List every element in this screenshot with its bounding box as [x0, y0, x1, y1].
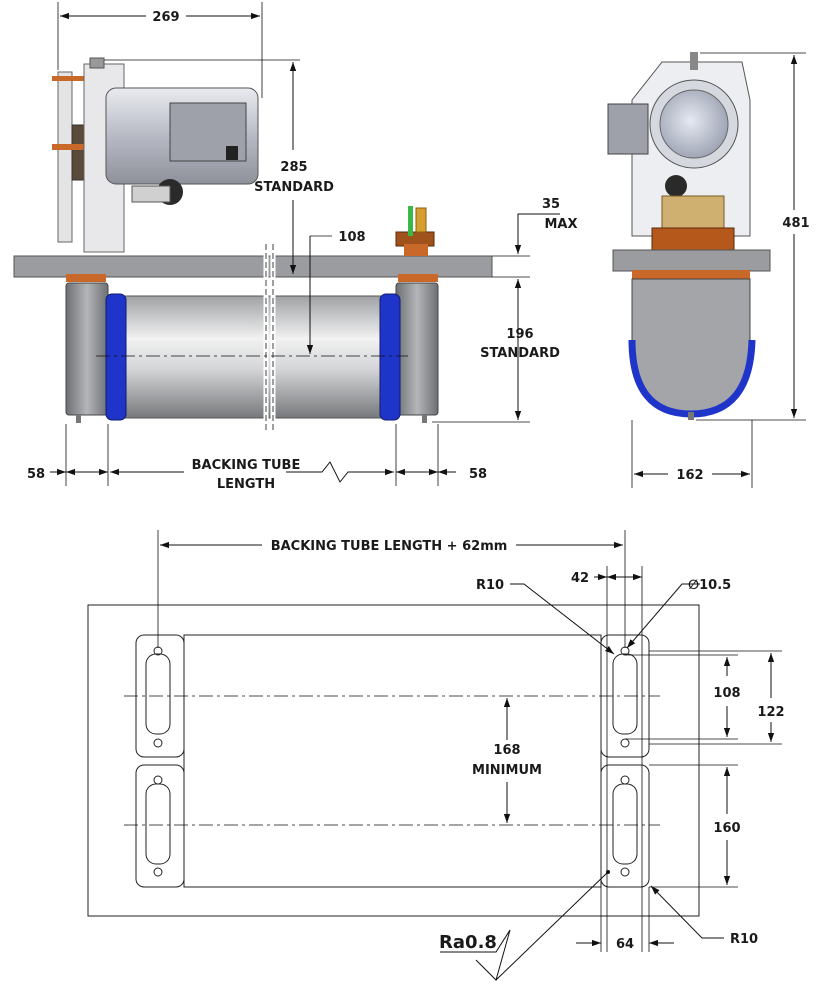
dim-122-text: 122: [757, 705, 784, 720]
bracket-block: [71, 124, 85, 181]
dim-108-side-text: 108: [338, 230, 365, 245]
dim-backing-right: [286, 461, 394, 483]
end-foot: [688, 412, 694, 420]
fitting-assembly: [395, 206, 435, 256]
dim-481-text: 481: [782, 216, 809, 231]
slot-right-bottom: [612, 783, 638, 865]
leader-r10-top: [510, 583, 615, 655]
dim-196-sub: STANDARD: [480, 346, 560, 361]
side-view: 269 285 STANDARD 108 35 MAX 196 STANDARD…: [13, 2, 578, 492]
fitting-body: [404, 244, 428, 256]
leader-dia: [626, 583, 700, 649]
hole-rb-2: [620, 867, 630, 877]
side-mounting-plate: [13, 255, 493, 278]
side-copper-pad-left: [66, 274, 106, 282]
side-copper-pad-right: [398, 274, 438, 282]
slot-right-top: [612, 653, 638, 735]
end-terminal-box: [607, 103, 649, 155]
blue-clamp-right: [379, 293, 401, 421]
backing-tube: [119, 295, 389, 419]
motor-assembly: [52, 57, 259, 253]
end-copper-pad: [632, 270, 750, 279]
end-mounting-plate: [612, 249, 771, 272]
vertical-bracket: [57, 71, 73, 243]
blue-clamp-left: [105, 293, 127, 421]
valve-body: [131, 185, 171, 203]
dim-backing-text: BACKING TUBE: [192, 458, 301, 473]
dim-backing-sub: LENGTH: [217, 477, 275, 492]
dim-196-text: 196: [506, 327, 533, 342]
hole-rb-1: [620, 775, 630, 785]
slot-left-bottom: [145, 783, 171, 865]
r10-top-text: R10: [476, 578, 504, 593]
dim-162-text: 162: [676, 468, 703, 483]
r10-bottom-text: R10: [730, 932, 758, 947]
hole-lb-1: [153, 775, 163, 785]
dim-108-text: 108: [713, 686, 740, 701]
slot-left-top: [145, 653, 171, 735]
end-block-right: [395, 282, 439, 416]
dim-285-sub: STANDARD: [254, 180, 334, 195]
dim-58-left-text: 58: [27, 467, 45, 482]
end-brass-fittings: [661, 195, 725, 231]
dim-168-text: 168: [493, 743, 520, 758]
plan-view: BACKING TUBE LENGTH + 62mm 42 ∅10.5 R10 …: [87, 530, 785, 981]
dim-285-text: 285: [280, 160, 307, 175]
ra-underline: [440, 929, 511, 953]
hole-rt-2: [620, 738, 630, 748]
frame-bolt: [89, 57, 105, 69]
end-block-left: [65, 282, 109, 416]
end-tube-body: [631, 278, 751, 413]
copper-rod-upper: [52, 76, 86, 81]
dim-35-arrow-top: [514, 213, 560, 254]
foot-left: [76, 415, 81, 423]
brass-nozzle: [415, 207, 427, 233]
break-lines: [265, 244, 274, 430]
dim-overall-text: BACKING TUBE LENGTH + 62mm: [271, 539, 508, 554]
hole-lt-2: [153, 738, 163, 748]
pad-right-bottom: [600, 764, 650, 888]
dim-42-text: 42: [571, 571, 589, 586]
green-tube: [408, 206, 413, 236]
dim-35-sub: MAX: [544, 217, 577, 232]
dim-160-text: 160: [713, 821, 740, 836]
plan-tube-outline: [183, 634, 602, 888]
fitting-base: [395, 231, 435, 247]
copper-rod-lower: [52, 144, 86, 150]
dim-168-sub: MINIMUM: [472, 763, 542, 778]
pad-left-bottom: [135, 764, 185, 888]
end-valve-knob: [665, 175, 687, 197]
ra-symbol: [475, 871, 609, 981]
dim-64-text: 64: [616, 937, 634, 952]
end-copper-block: [651, 227, 735, 251]
ra-text: Ra0.8: [439, 932, 497, 953]
ra-leader-dot: [606, 870, 610, 874]
foot-right: [422, 415, 427, 423]
dim-269-text: 269: [152, 10, 179, 25]
dim-dia-text: ∅10.5: [688, 578, 731, 593]
end-view: 481 162: [607, 52, 810, 488]
hole-lb-2: [153, 867, 163, 877]
end-motor-face: [659, 89, 729, 159]
dim-58-right-text: 58: [469, 467, 487, 482]
leader-r10-bottom: [650, 885, 724, 939]
plan-outer-plate: [87, 604, 700, 917]
dim-35-text: 35: [542, 197, 560, 212]
cable-gland: [226, 146, 238, 160]
end-top-bolt: [690, 52, 698, 70]
